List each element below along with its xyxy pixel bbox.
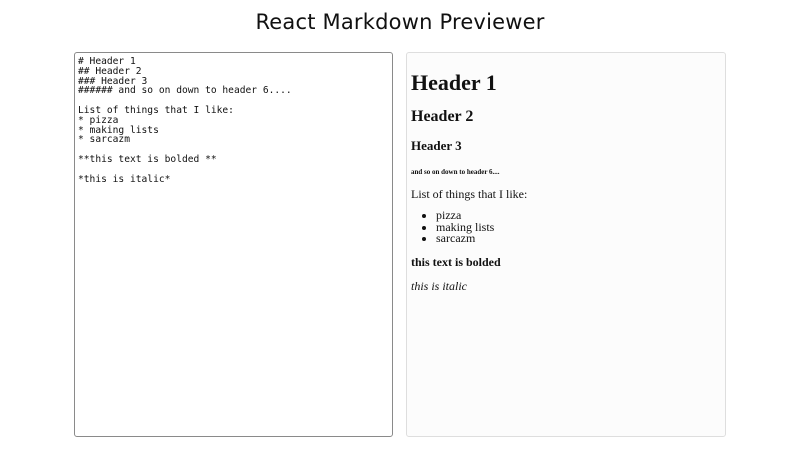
italic-text: this is italic: [411, 278, 468, 293]
list-item: sarcazm: [436, 232, 721, 245]
markdown-preview: Header 1 Header 2 Header 3 and so on dow…: [406, 52, 726, 437]
preview-header-3: Header 3: [411, 138, 462, 153]
preview-bold-paragraph: this text is bolded: [411, 255, 721, 269]
preview-italic-paragraph: this is italic: [411, 279, 721, 293]
preview-header-1: Header 1: [411, 70, 497, 95]
bold-text: this text is bolded: [411, 254, 501, 269]
preview-list-intro: List of things that I like:: [411, 187, 528, 201]
preview-header-2: Header 2: [411, 108, 474, 125]
list-item: pizza: [436, 209, 721, 222]
preview-list: pizza making lists sarcazm: [411, 209, 721, 245]
page-title: React Markdown Previewer: [255, 10, 545, 34]
preview-header-6: and so on down to header 6....: [411, 168, 500, 176]
list-item: making lists: [436, 221, 721, 234]
markdown-editor[interactable]: [74, 52, 393, 437]
